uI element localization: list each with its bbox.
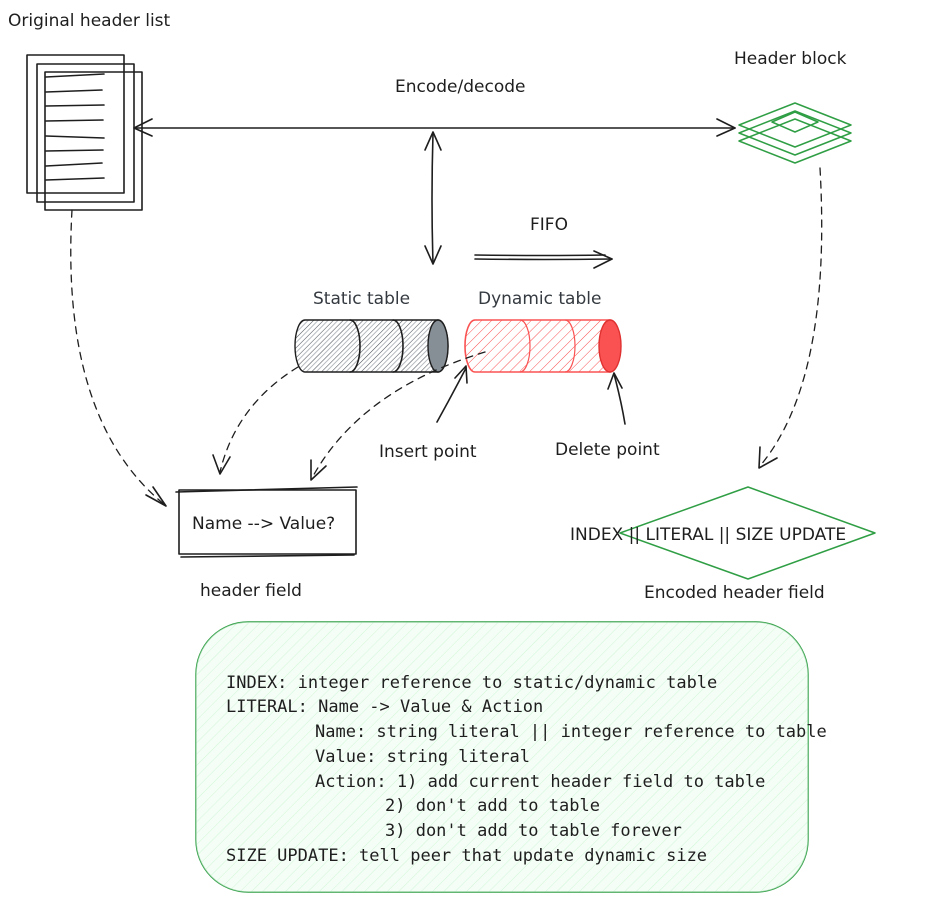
static-table-cylinder (294, 319, 449, 373)
dynamic-table-cylinder (464, 319, 622, 373)
document-stack-icon (26, 54, 143, 211)
encode-decode-label: Encode/decode (395, 77, 526, 97)
encode-decode-arrow (133, 118, 736, 137)
vertical-arrow (424, 131, 442, 265)
delete-point-arrow (607, 372, 626, 425)
original-header-list-label: Original header list (8, 11, 171, 31)
header-field-label: header field (200, 581, 302, 601)
note-action-2: 2) don't add to table (385, 796, 600, 816)
note-action-3: 3) don't add to table forever (385, 821, 682, 841)
note-value: Value: string literal (315, 747, 530, 767)
note-size-update: SIZE UPDATE: tell peer that update dynam… (226, 846, 707, 866)
fifo-label: FIFO (530, 215, 568, 235)
header-field-box (175, 486, 358, 558)
note-index: INDEX: integer reference to static/dynam… (226, 673, 717, 693)
notes-box (195, 621, 809, 893)
encoded-field-content: INDEX || LITERAL || SIZE UPDATE (570, 525, 846, 545)
note-name: Name: string literal || integer referenc… (315, 722, 827, 742)
encoded-field-diamond (619, 486, 876, 580)
static-table-label: Static table (313, 289, 410, 309)
header-field-content: Name --> Value? (192, 514, 335, 534)
encoded-header-field-label: Encoded header field (644, 583, 825, 603)
note-literal: LITERAL: Name -> Value & Action (226, 697, 543, 717)
header-block-label: Header block (734, 49, 847, 69)
fifo-arrow (474, 250, 613, 269)
insert-point-arrow (436, 365, 468, 423)
dashed-arrow-dynamic-to-field (310, 351, 486, 481)
dynamic-table-label: Dynamic table (478, 289, 601, 309)
dashed-arrow-block-to-encoded (758, 167, 823, 469)
insert-point-label: Insert point (379, 442, 477, 462)
delete-point-label: Delete point (555, 440, 660, 460)
dashed-arrow-static-to-field (212, 366, 299, 475)
header-block-icon (738, 102, 852, 164)
dashed-arrow-list-to-field (70, 209, 167, 507)
note-action: Action: 1) add current header field to t… (315, 772, 765, 792)
